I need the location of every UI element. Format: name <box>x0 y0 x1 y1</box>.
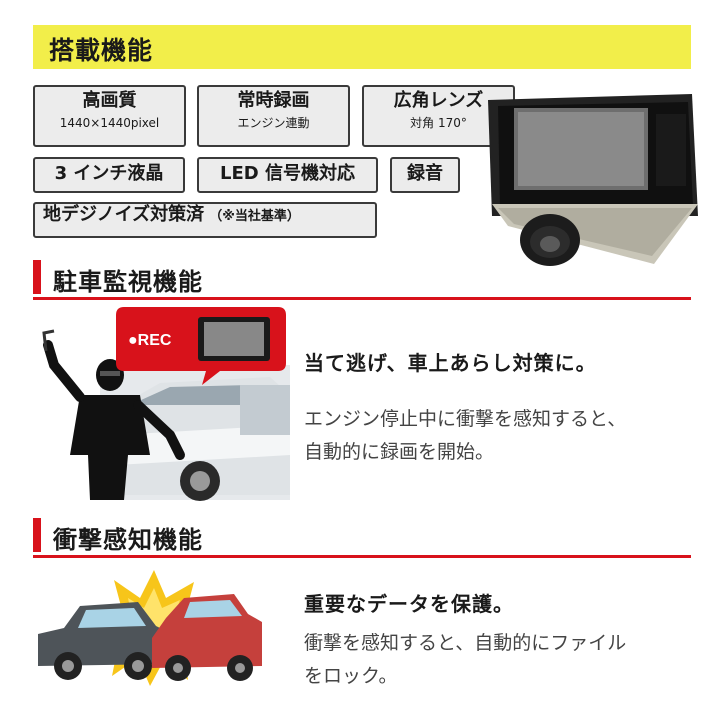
collision-illustration <box>38 570 262 686</box>
parking-illustration: ●REC <box>42 307 290 501</box>
feature-sub: 1440×1440pixel <box>59 116 160 130</box>
feature-led-signal: LED 信号機対応 <box>197 157 378 193</box>
feature-title: 録音 <box>407 163 443 184</box>
feature-title: 高画質 <box>82 90 137 111</box>
parking-section-header: 駐車監視機能 <box>33 260 691 300</box>
features-header: 搭載機能 <box>49 36 154 65</box>
feature-title: 広角レンズ <box>393 90 484 111</box>
parking-section-title: 駐車監視機能 <box>53 268 203 296</box>
feature-title: 3 インチ液晶 <box>54 163 164 184</box>
rec-label: ●REC <box>128 332 172 349</box>
feature-noise: 地デジノイズ対策済 （※当社基準） <box>33 202 377 238</box>
section-mark <box>33 260 41 294</box>
feature-resolution: 高画質 1440×1440pixel <box>33 85 186 147</box>
parking-body-line: 自動的に録画を開始。 <box>304 441 495 463</box>
feature-continuous-rec: 常時録画 エンジン連動 <box>197 85 350 147</box>
section-divider <box>33 555 691 558</box>
feature-lcd: 3 インチ液晶 <box>33 157 185 193</box>
impact-headline: 重要なデータを保護。 <box>304 592 514 616</box>
impact-body: 衝撃を感知すると、自動的にファイル をロック。 <box>304 627 704 693</box>
impact-body-line: 衝撃を感知すると、自動的にファイル <box>304 632 627 654</box>
feature-audio: 録音 <box>390 157 460 193</box>
section-mark <box>33 518 41 552</box>
impact-section-title: 衝撃感知機能 <box>53 526 203 554</box>
feature-title: LED 信号機対応 <box>220 163 355 184</box>
section-divider <box>33 297 691 300</box>
feature-title: 地デジノイズ対策済 <box>43 204 205 225</box>
feature-note: （※当社基準） <box>209 209 300 224</box>
feature-sub: エンジン連動 <box>237 116 310 130</box>
impact-body-line: をロック。 <box>304 665 398 687</box>
parking-body-line: エンジン停止中に衝撃を感知すると、 <box>304 408 627 430</box>
feature-title: 常時録画 <box>237 90 310 111</box>
features-header-bar: 搭載機能 <box>33 25 691 69</box>
dashcam-product-image <box>488 94 698 266</box>
impact-section-header: 衝撃感知機能 <box>33 518 691 558</box>
parking-body: エンジン停止中に衝撃を感知すると、 自動的に録画を開始。 <box>304 403 704 469</box>
parking-headline: 当て逃げ、車上あらし対策に。 <box>304 351 597 375</box>
feature-sub: 対角 170° <box>410 116 467 130</box>
